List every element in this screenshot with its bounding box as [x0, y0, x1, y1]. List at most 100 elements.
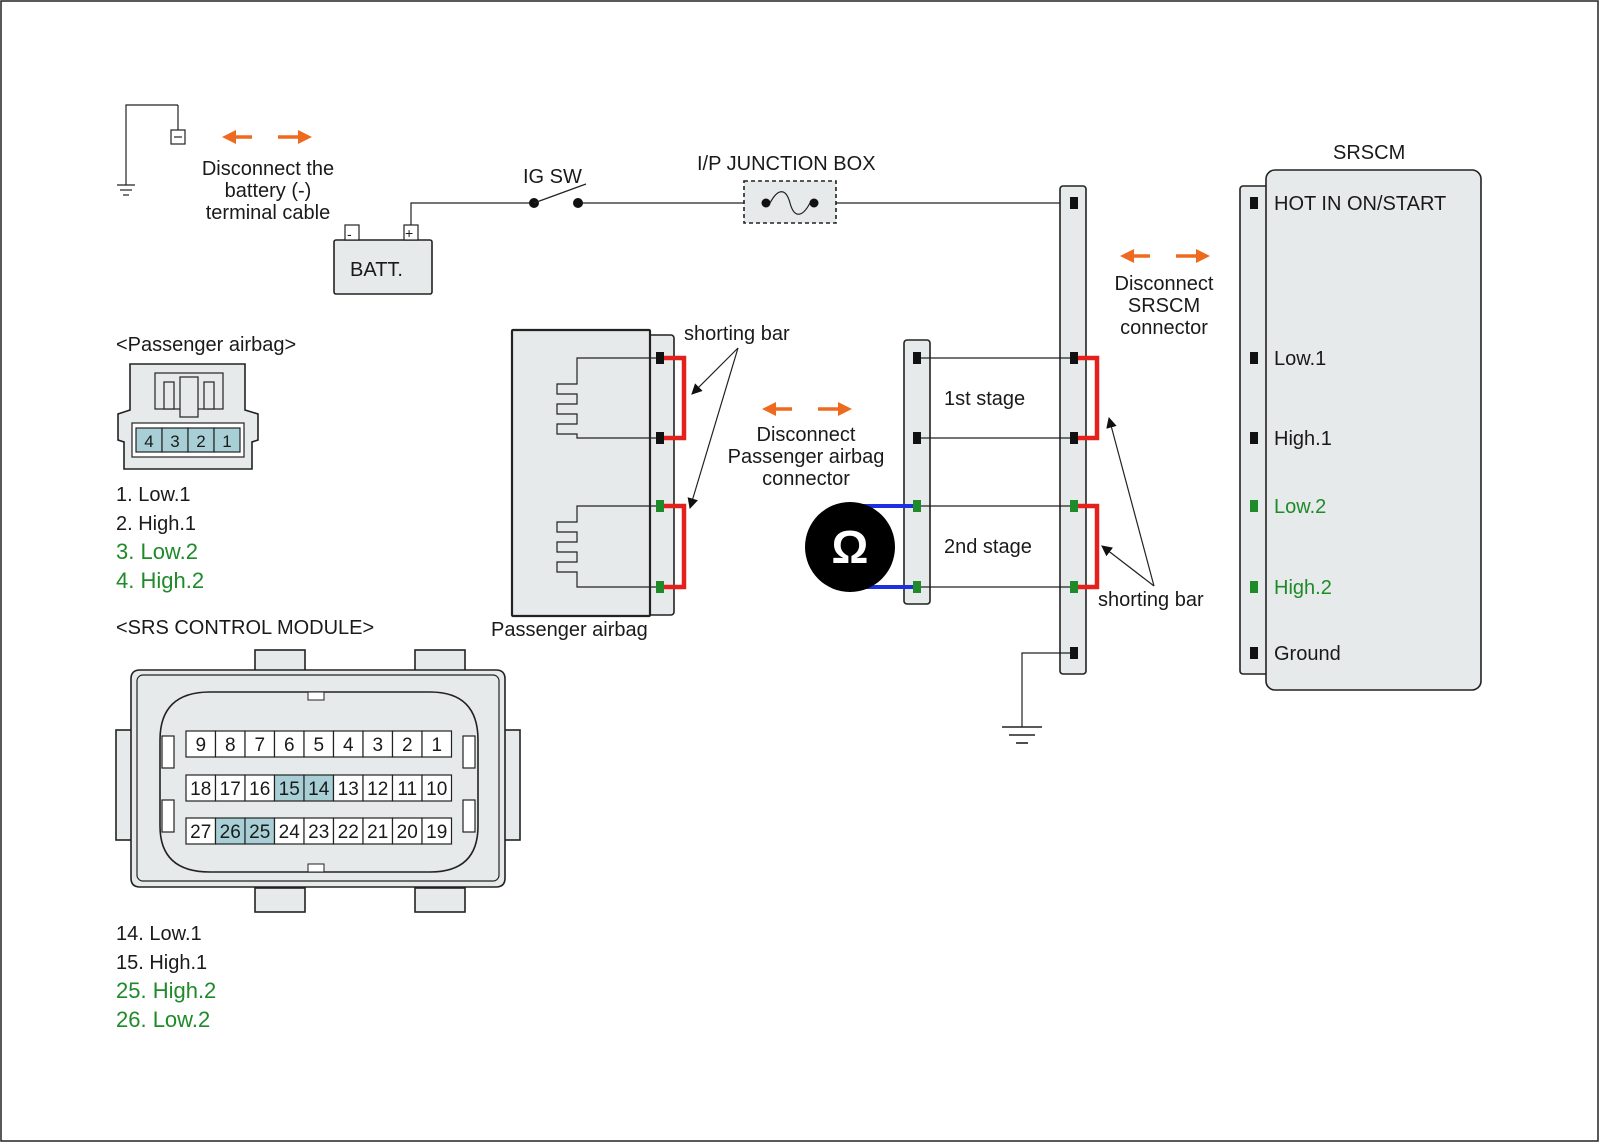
harness-pin-ground	[1070, 647, 1078, 659]
srs-module-pin-list: 14. Low.1 15. High.1 25. High.2 26. Low.2	[116, 923, 216, 1032]
connector-pin-cell	[391, 817, 423, 845]
connector-pin-number: 13	[338, 779, 359, 800]
connector-pin-number: 9	[195, 735, 206, 756]
shorting-bar-airbag-2nd	[664, 503, 687, 590]
harness-pin	[913, 432, 921, 444]
srscm-module-body	[1265, 169, 1482, 691]
harness-connector-srscm-side	[1059, 185, 1087, 675]
shorting-bar-airbag-1st	[664, 355, 687, 441]
connector-pin-number: 11	[397, 779, 417, 800]
battery-plus-sign: +	[405, 225, 413, 241]
harness-pin	[913, 581, 921, 593]
srs-module-header: <SRS CONTROL MODULE>	[116, 617, 374, 639]
connector-pin-number: 17	[220, 779, 241, 800]
srscm-pin-marker	[1250, 197, 1258, 209]
connector-pin-cell	[391, 774, 423, 802]
connector-pin-cell	[362, 817, 394, 845]
pin-list-item: 3. Low.2	[116, 539, 198, 564]
harness-pin-high1	[1070, 432, 1078, 444]
connector-pin-cell	[421, 774, 453, 802]
battery: - + BATT.	[333, 224, 433, 295]
harness-connector-airbag-side	[903, 339, 931, 605]
connector-pin-number: 16	[249, 779, 270, 800]
ground-symbol	[1002, 652, 1070, 744]
pin-list-item: 25. High.2	[116, 978, 216, 1003]
connector-pin-number: 1	[222, 432, 231, 451]
pin-list-item: 26. Low.2	[116, 1007, 210, 1032]
second-stage-label: 2nd stage	[944, 536, 1032, 558]
pointer-arrow-icon	[1101, 545, 1155, 587]
srscm-pin-marker	[1250, 500, 1258, 512]
connector-pin-cell	[244, 774, 276, 802]
connector-pin-number: 2	[402, 735, 413, 756]
srscm-pin-marker	[1250, 581, 1258, 593]
srscm-pin-marker	[1250, 647, 1258, 659]
connector-pin-number: 6	[284, 735, 295, 756]
passenger-airbag-header: <Passenger airbag>	[116, 334, 296, 356]
connector-pin-cell	[185, 817, 217, 845]
connector-pin-cell	[187, 427, 215, 453]
connector-pin-cell	[161, 427, 189, 453]
connector-pin-cell	[214, 730, 246, 758]
connector-pin-cell	[273, 774, 305, 802]
connector-pin-number: 8	[225, 735, 236, 756]
connector-pin-cell	[213, 427, 241, 453]
connector-pin-cell	[303, 817, 335, 845]
srscm-pin-list: HOT IN ON/STARTLow.1High.1Low.2High.2Gro…	[1250, 193, 1446, 665]
connector-pin-cell	[303, 730, 335, 758]
junction-box-fuse	[743, 180, 837, 224]
battery-label: BATT.	[350, 259, 403, 281]
connector-pin-cell	[135, 427, 163, 453]
srscm-pin-label: Low.2	[1274, 496, 1326, 518]
connector-pin-number: 24	[279, 822, 301, 843]
hot-wire	[410, 202, 1075, 225]
srscm-pin-label: High.1	[1274, 428, 1332, 450]
harness-pin-hot	[1070, 197, 1078, 209]
pin-list-item: 1. Low.1	[116, 484, 191, 506]
connector-pin-number: 14	[308, 779, 330, 800]
connector-pin-cell	[214, 774, 246, 802]
connector-pin-cell	[214, 817, 246, 845]
shorting-bar-label-top: shorting bar	[684, 323, 790, 345]
connector-pin-number: 25	[249, 822, 270, 843]
connector-pin-cell	[244, 730, 276, 758]
connector-pin-cell	[273, 730, 305, 758]
connector-pin-number: 1	[431, 735, 442, 756]
connector-pin-cell	[273, 817, 305, 845]
pin-list-item: 15. High.1	[116, 952, 207, 974]
harness-pin-low1	[1070, 352, 1078, 364]
passenger-airbag-module	[510, 328, 675, 618]
ohmmeter-icon	[805, 502, 895, 592]
srscm-pin-label: HOT IN ON/START	[1274, 193, 1446, 215]
connector-pin-number: 3	[372, 735, 383, 756]
connector-pin-number: 19	[426, 822, 447, 843]
harness-pin-low2	[1070, 500, 1078, 512]
connector-pin-cell	[421, 817, 453, 845]
connector-pin-number: 20	[397, 822, 418, 843]
ignition-switch	[529, 183, 587, 208]
disconnect-arrow-icon	[762, 402, 852, 416]
disconnect-arrow-icon	[1120, 249, 1210, 263]
pointer-arrow-icon	[691, 347, 739, 395]
shorting-bar-srscm-2nd	[1078, 503, 1100, 590]
ohm-symbol: Ω	[832, 521, 869, 573]
pin-list-item: 14. Low.1	[116, 923, 202, 945]
connector-pin-number: 23	[308, 822, 329, 843]
connector-pin-number: 2	[196, 432, 205, 451]
srscm-pin-marker	[1250, 432, 1258, 444]
srscm-pin-marker	[1250, 352, 1258, 364]
connector-pin-number: 22	[338, 822, 359, 843]
connector-pin-number: 7	[254, 735, 265, 756]
shorting-bar-label-bottom: shorting bar	[1098, 589, 1204, 611]
connector-pin-cell	[421, 730, 453, 758]
passenger-airbag-label: Passenger airbag	[491, 619, 648, 641]
harness-pin	[913, 500, 921, 512]
disconnect-arrow-icon	[222, 130, 312, 144]
connector-pin-number: 5	[313, 735, 324, 756]
first-stage-label: 1st stage	[944, 388, 1025, 410]
pointer-arrow-icon	[687, 347, 739, 510]
